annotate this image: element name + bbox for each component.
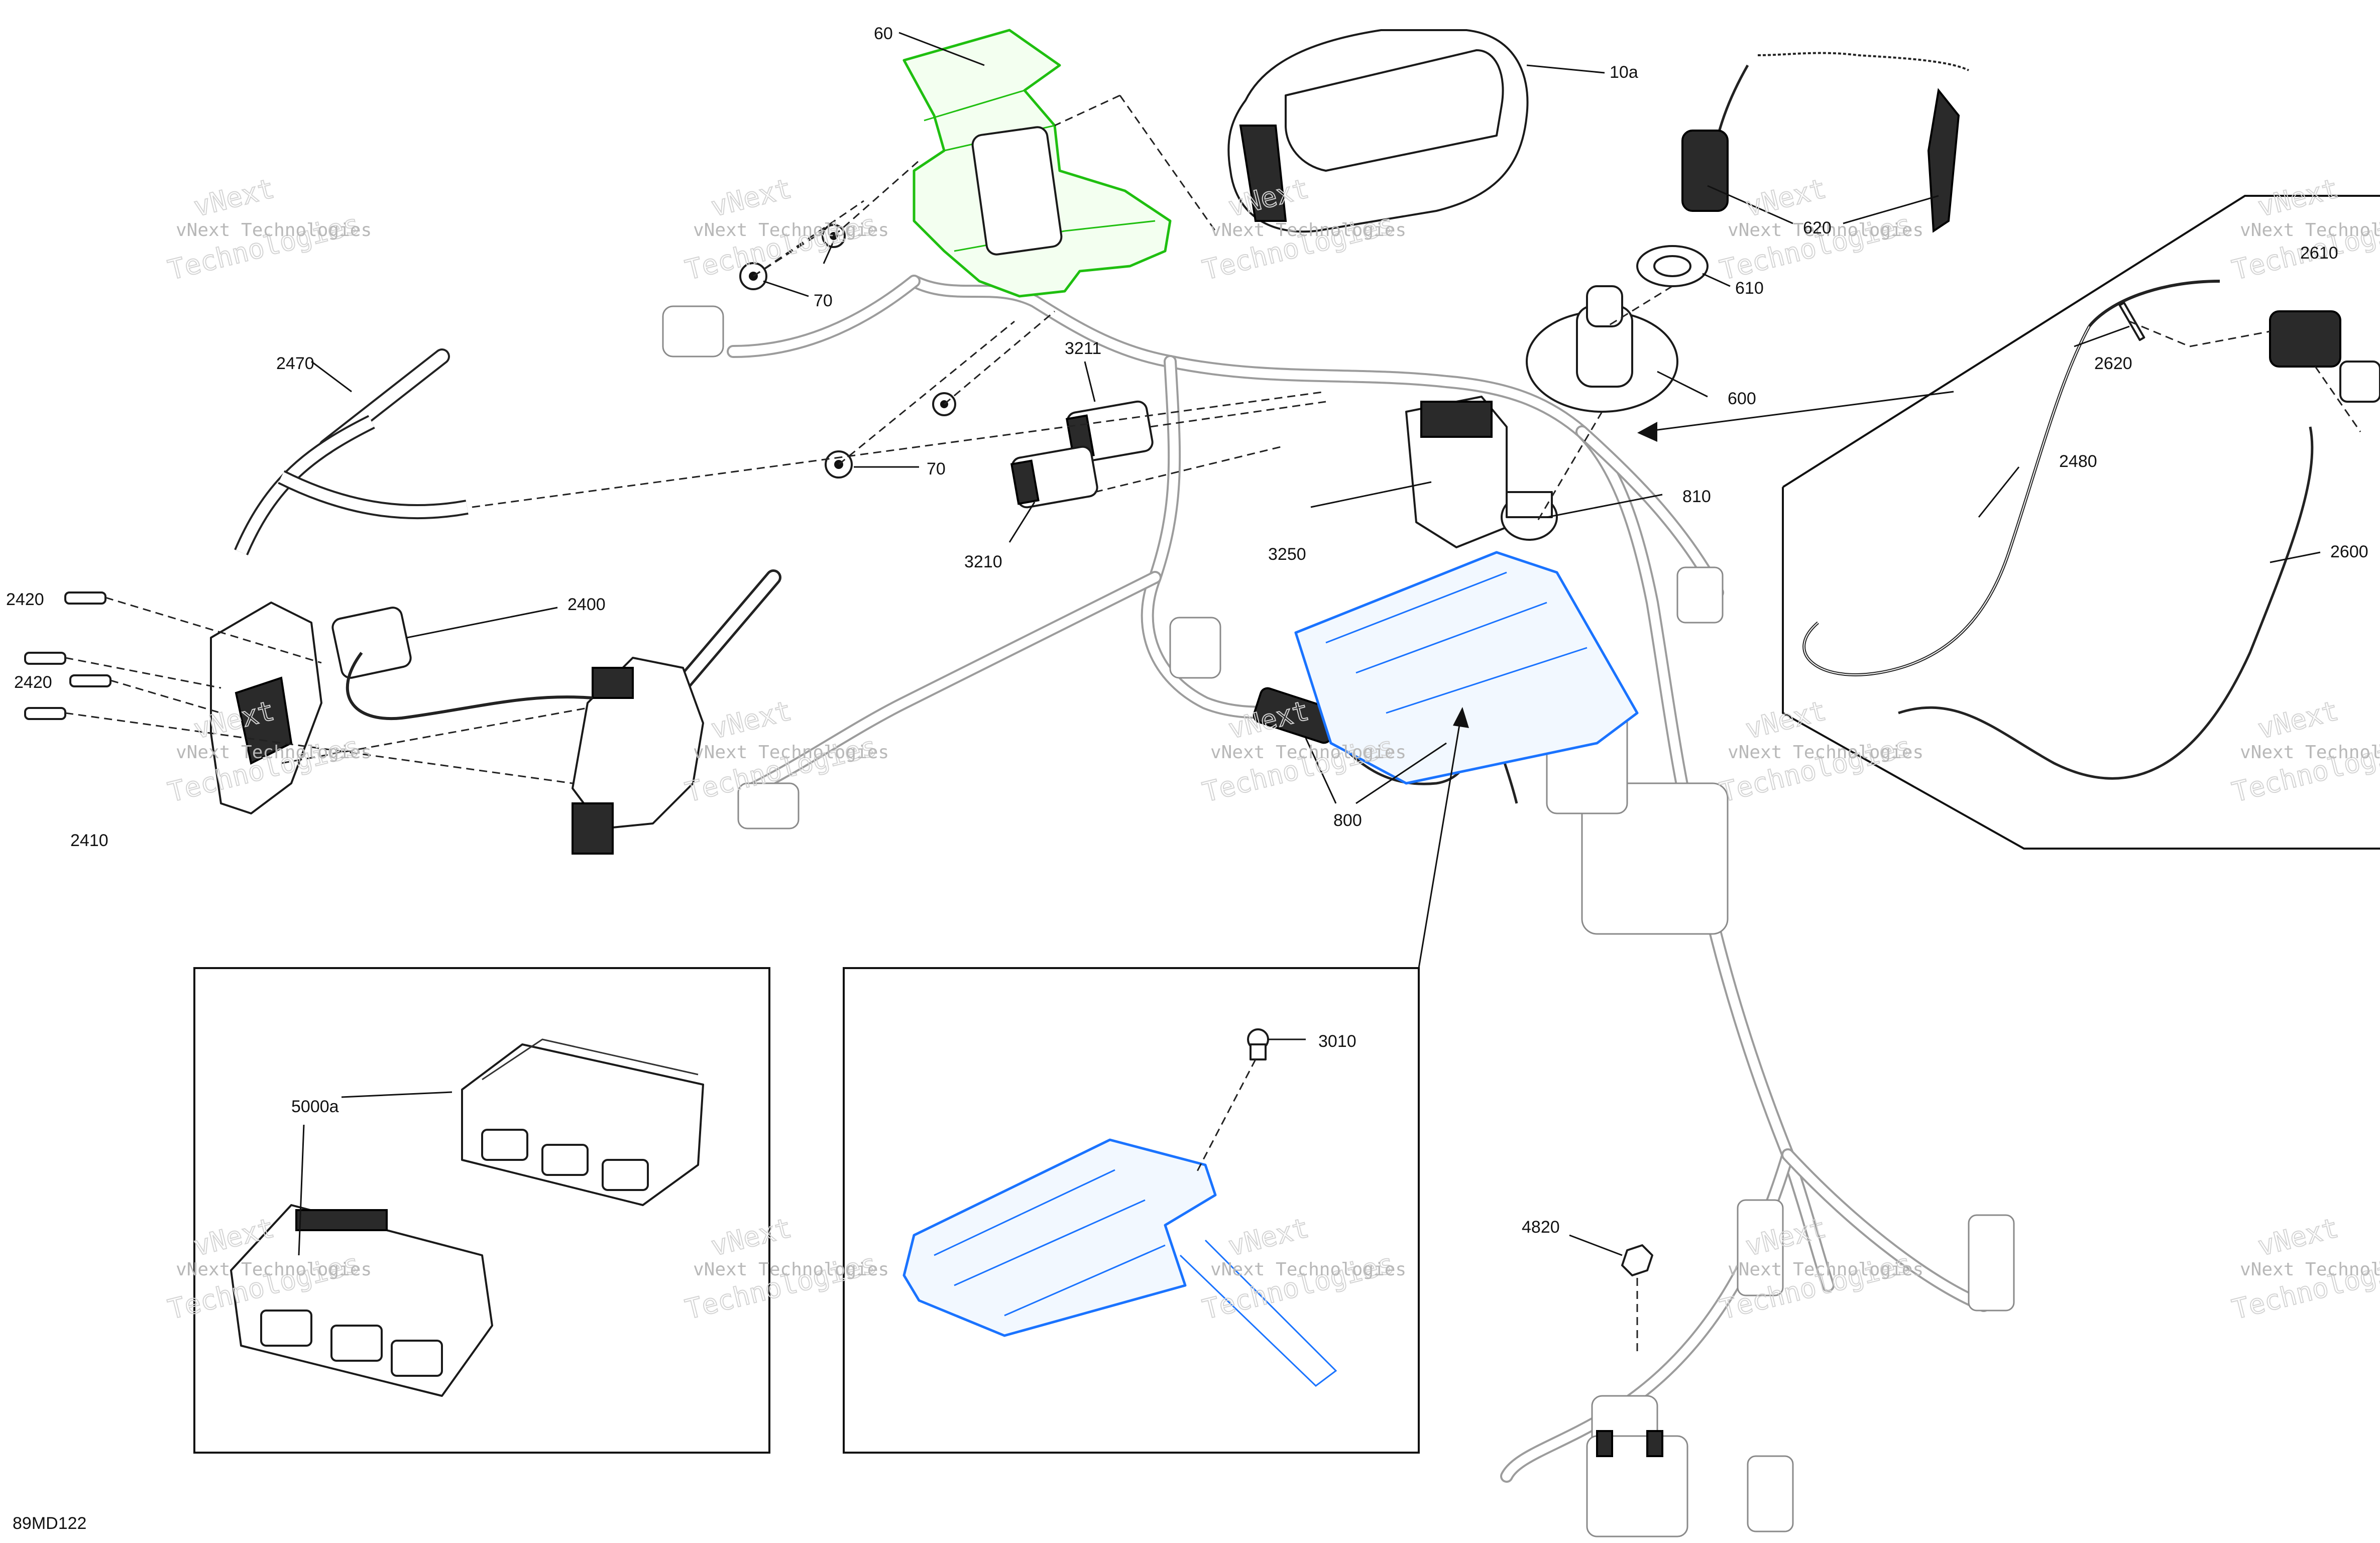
svg-text:vNext Technologies: vNext Technologies xyxy=(1728,220,1923,241)
watermark-tile: vNext Technologies vNext Technologies xyxy=(2228,1211,2380,1326)
ignition-switch-600 xyxy=(1526,285,1678,413)
screws-2420 xyxy=(24,591,111,720)
callout-2410: 2410 xyxy=(70,831,108,850)
callout-620: 620 xyxy=(1803,218,1832,238)
callout-2620: 2620 xyxy=(2094,354,2132,373)
callout-800: 800 xyxy=(1333,811,1362,830)
svg-text:vNext: vNext xyxy=(190,172,277,222)
brake-lever-2470 xyxy=(234,348,469,555)
callout-2400: 2400 xyxy=(568,595,606,614)
callout-2470: 2470 xyxy=(276,354,314,373)
callout-3010: 3010 xyxy=(1318,1032,1356,1051)
callout-600: 600 xyxy=(1728,389,1756,408)
svg-text:vNext: vNext xyxy=(2254,694,2341,745)
svg-text:vNext: vNext xyxy=(2254,1212,2341,1262)
relay-solenoid xyxy=(1586,1430,1688,1537)
svg-text:vNext Technologies: vNext Technologies xyxy=(1728,1259,1923,1280)
callout-2480: 2480 xyxy=(2059,452,2097,471)
svg-text:vNext Technologies: vNext Technologies xyxy=(2240,1259,2380,1280)
svg-text:vNext Technologies: vNext Technologies xyxy=(1210,220,1406,241)
svg-text:vNext Technologies: vNext Technologies xyxy=(1728,742,1923,763)
inset-frame-right xyxy=(1637,195,2380,850)
svg-text:vNext Technologies: vNext Technologies xyxy=(176,1259,372,1280)
watermark-tile: vNext Technologies vNext Technologies xyxy=(164,172,372,287)
instrument-cluster-10a xyxy=(1227,29,1529,233)
ecu-inset-3010 xyxy=(843,707,1469,1454)
svg-text:vNext Technologies: vNext Technologies xyxy=(1210,1259,1406,1280)
svg-text:vNext Technologies: vNext Technologies xyxy=(2240,742,2380,763)
callout-2420-upper: 2420 xyxy=(6,590,44,609)
watermark-tile: vNext Technologies vNext Technologies xyxy=(682,172,889,287)
callout-610: 610 xyxy=(1735,279,1764,298)
svg-text:vNext Technologies: vNext Technologies xyxy=(176,220,372,241)
ecu-module-upper xyxy=(461,1038,704,1206)
grommet-610 xyxy=(1636,245,1709,287)
watermark-tile: vNext Technologies vNext Technologies xyxy=(2228,172,2380,287)
callout-2610: 2610 xyxy=(2300,244,2338,263)
callout-5000a: 5000a xyxy=(291,1097,339,1116)
bracket-60 xyxy=(902,29,1172,298)
callout-2420-lower: 2420 xyxy=(14,673,52,692)
cap-810 xyxy=(1501,491,1558,541)
callout-2600: 2600 xyxy=(2330,542,2368,561)
drawing-code: 89MD122 xyxy=(13,1514,86,1533)
svg-text:vNext: vNext xyxy=(708,172,795,222)
callout-60: 60 xyxy=(874,24,893,43)
watermark-tile: vNext Technologies vNext Technologies xyxy=(2228,694,2380,809)
svg-text:vNext: vNext xyxy=(708,694,795,745)
callout-4820: 4820 xyxy=(1522,1218,1560,1237)
svg-text:vNext Technologies: vNext Technologies xyxy=(693,1259,889,1280)
svg-text:vNext Technologies: vNext Technologies xyxy=(2240,220,2380,241)
switch-assembly-2400 xyxy=(346,569,781,855)
callout-70-upper: 70 xyxy=(814,291,833,310)
watermark-tile: vNext Technologies vNext Technologies xyxy=(682,1211,889,1326)
main-wiring-harness xyxy=(662,275,2015,1532)
ecu-inset-5000a xyxy=(193,967,770,1454)
svg-text:vNext: vNext xyxy=(1742,694,1829,745)
callout-3250: 3250 xyxy=(1268,545,1306,564)
ecu-blue-assembly xyxy=(902,1138,1337,1387)
watermark-tile: vNext Technologies vNext Technologies xyxy=(1199,1211,1406,1326)
connector-3210 xyxy=(1010,445,1098,509)
assembly-lines xyxy=(65,94,2361,784)
nut-4820 xyxy=(1621,1244,1653,1356)
ecu-module-lower xyxy=(230,1204,493,1397)
watermark-tile: vNext Technologies vNext Technologies xyxy=(1716,694,1923,809)
callout-810: 810 xyxy=(1682,487,1711,506)
callout-10a: 10a xyxy=(1610,63,1638,82)
svg-text:vNext: vNext xyxy=(1742,172,1829,222)
callout-labels: 60 10a 620 610 600 70 70 3211 3210 2470 … xyxy=(6,24,2368,1533)
svg-text:vNext: vNext xyxy=(708,1212,795,1262)
svg-text:vNext Technologies: vNext Technologies xyxy=(176,742,372,763)
ecu-mount-plate xyxy=(1294,551,1639,785)
callout-70-lower: 70 xyxy=(927,459,946,479)
leader-lines xyxy=(298,32,2321,1256)
svg-text:vNext Technologies: vNext Technologies xyxy=(1210,742,1406,763)
svg-text:vNext: vNext xyxy=(2254,172,2341,222)
key-cord-620 xyxy=(1681,52,1969,233)
svg-text:vNext Technologies: vNext Technologies xyxy=(693,220,889,241)
callout-3211: 3211 xyxy=(1065,339,1101,358)
connector-2400 xyxy=(331,607,412,679)
svg-text:vNext: vNext xyxy=(1225,1212,1312,1262)
svg-text:vNext Technologies: vNext Technologies xyxy=(693,742,889,763)
switch-3250 xyxy=(1405,396,1508,548)
callout-3210: 3210 xyxy=(964,552,1002,571)
